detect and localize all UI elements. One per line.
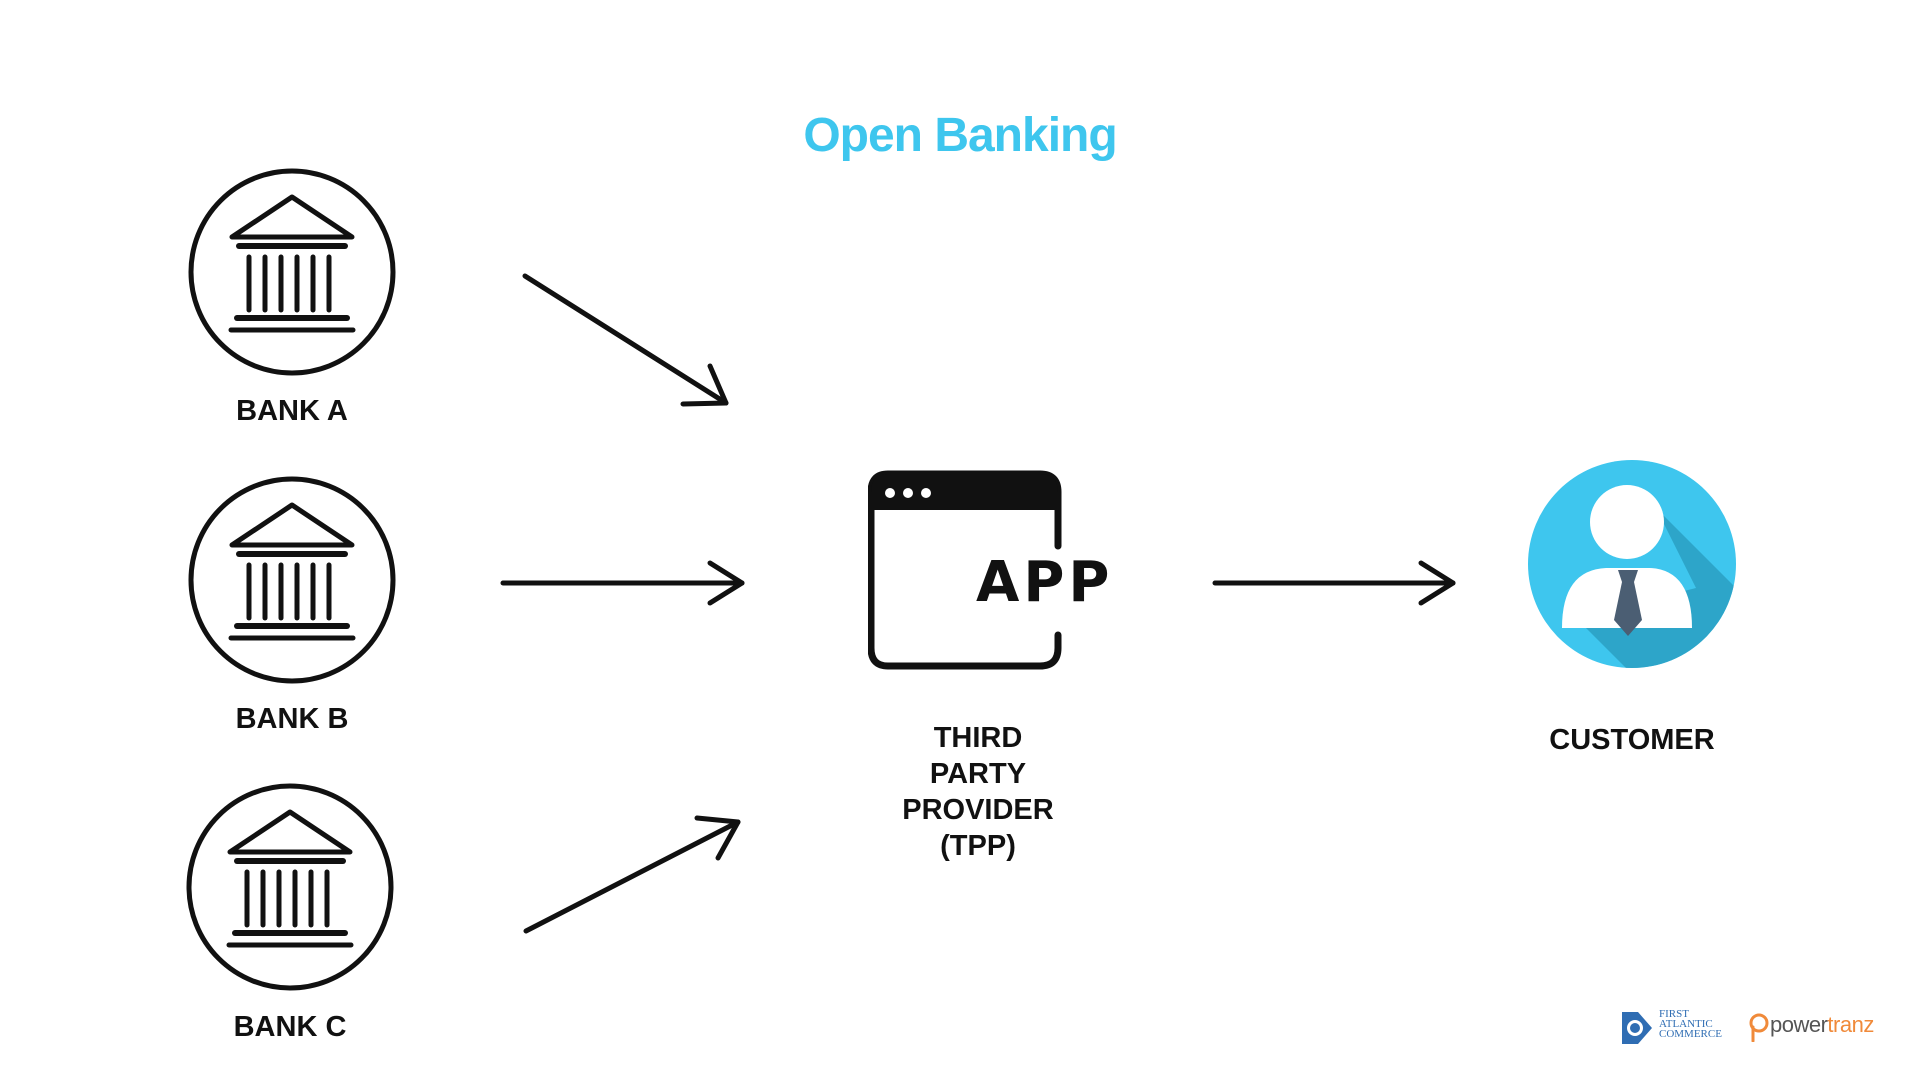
first-atlantic-commerce-logo-icon [1622, 1012, 1652, 1044]
fac-logo-line: FIRST [1659, 1008, 1689, 1020]
fac-logo-text: FIRST ATLANTIC COMMERCE [1659, 1008, 1722, 1040]
arrow-bank-a-to-tpp [522, 273, 729, 407]
tpp-label-line: PARTY [929, 758, 1027, 790]
bank-building-icon [188, 168, 396, 376]
powertranz-accent: tranz [1827, 1012, 1874, 1037]
bank-b-label: BANK B [235, 703, 349, 735]
tpp-label-line: PROVIDER [902, 794, 1054, 826]
arrow-tpp-to-customer [1212, 560, 1456, 606]
powertranz-logo-text: powertranz [1770, 1012, 1874, 1038]
tpp-label: THIRD PARTY PROVIDER (TPP) [878, 720, 1078, 864]
tpp-label-line: (TPP) [940, 830, 1016, 862]
tpp-label-line: THIRD [933, 722, 1023, 754]
arrow-bank-c-to-tpp [523, 815, 741, 934]
fac-logo-line: ATLANTIC [1659, 1018, 1713, 1030]
bank-c-label: BANK C [233, 1011, 347, 1043]
page-title: Open Banking [803, 109, 1117, 162]
customer-label: CUSTOMER [1549, 724, 1715, 756]
bank-building-icon [188, 476, 396, 684]
powertranz-main: power [1770, 1012, 1828, 1037]
fac-logo-line: COMMERCE [1659, 1028, 1722, 1040]
powertranz-logo-icon [1749, 1013, 1769, 1042]
bank-building-icon [186, 783, 394, 991]
bank-a-label: BANK A [236, 395, 348, 427]
app-window-icon [868, 470, 1062, 670]
customer-avatar-icon [1528, 460, 1736, 668]
arrow-bank-b-to-tpp [500, 560, 745, 606]
app-icon-text: APP [976, 550, 1114, 615]
